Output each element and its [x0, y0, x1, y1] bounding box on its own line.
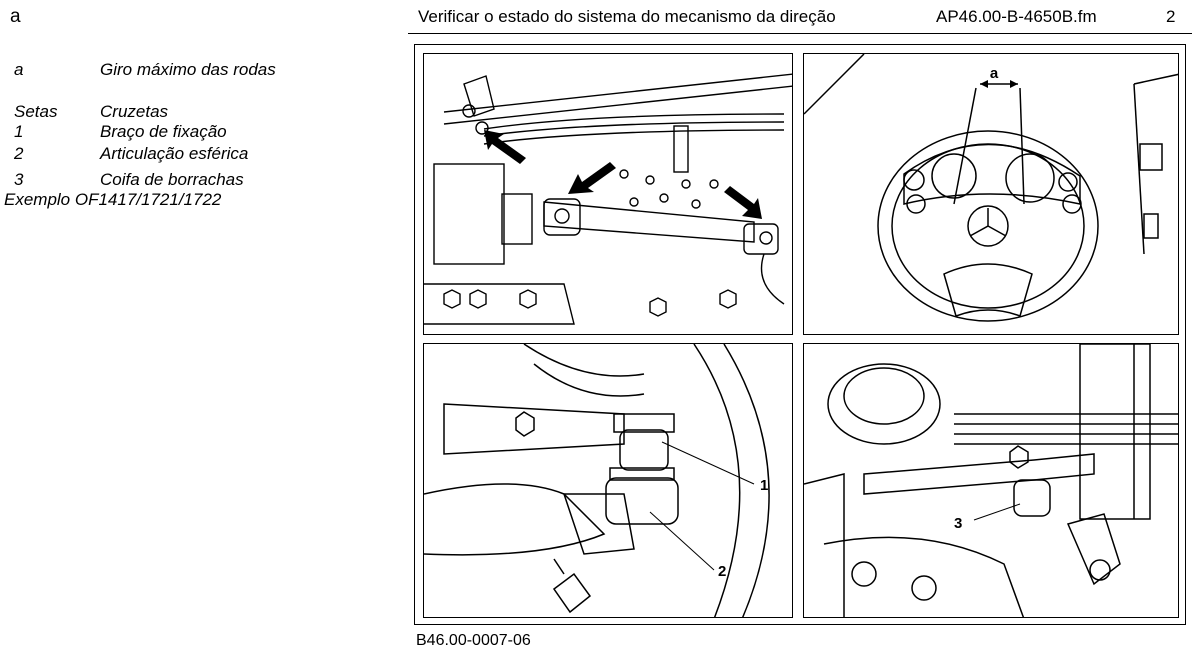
legend-example: Exemplo OF1417/1721/1722 [4, 190, 222, 209]
callout-2: 2 [718, 563, 726, 580]
legend-key: 1 [14, 122, 24, 141]
callout-1: 1 [760, 477, 768, 494]
header-page-number: 2 [1166, 7, 1176, 26]
legend-text: Cruzetas [100, 102, 169, 121]
header-doc-id: AP46.00-B-4650B.fm [936, 7, 1097, 26]
panel-steering-wheel: a [803, 53, 1179, 335]
legend-key: Setas [14, 102, 58, 121]
legend-text: Braço de fixação [100, 122, 227, 141]
panel-tie-rod-end: 1 2 [423, 343, 793, 618]
panel-rubber-boot: 3 [803, 343, 1179, 618]
legend-text: Articulação esférica [100, 144, 249, 163]
legend-text: Giro máximo das rodas [100, 60, 276, 79]
legend-key: 2 [14, 144, 24, 163]
header-left-label: a [10, 6, 21, 27]
header-rule [408, 33, 1192, 34]
callout-a: a [990, 65, 999, 82]
header-title: Verificar o estado do sistema do mecanis… [418, 7, 836, 26]
legend-key: a [14, 60, 24, 79]
rubber-boot-illustration: 3 [804, 344, 1178, 617]
tie-rod-end-illustration: 1 2 [424, 344, 770, 617]
steering-shaft-illustration [424, 73, 792, 325]
legend-text: Coifa de borrachas [100, 170, 244, 189]
technical-figure: a [414, 44, 1186, 625]
panel-steering-shaft [423, 53, 793, 335]
steering-wheel-illustration: a [804, 54, 1178, 322]
legend-key: 3 [14, 170, 24, 189]
callout-3: 3 [954, 515, 962, 532]
figure-caption: B46.00-0007-06 [416, 632, 531, 649]
